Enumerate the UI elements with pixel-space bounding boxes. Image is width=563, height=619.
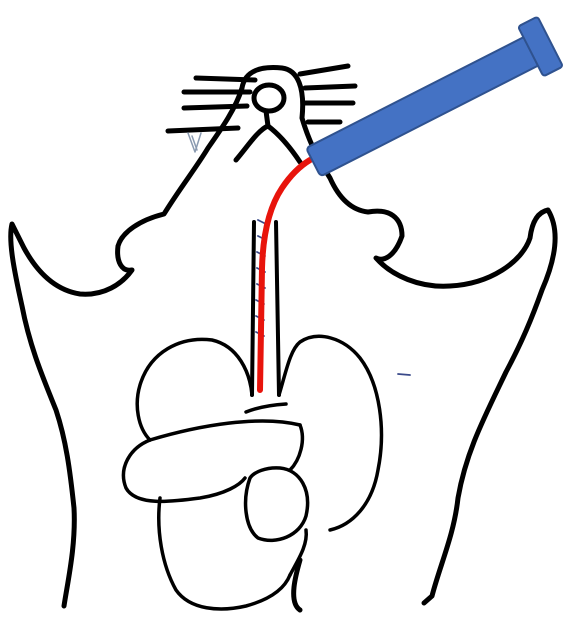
liver-upper: [290, 425, 302, 470]
nose-tip: [254, 85, 284, 111]
nose: [236, 85, 300, 162]
lung-left: [137, 339, 252, 440]
stomach: [246, 468, 308, 540]
liver-left-lobe: [123, 440, 245, 501]
mouth-right: [268, 126, 300, 162]
catheter-tube: [260, 160, 310, 390]
lung-right: [279, 336, 381, 530]
intestine-left: [159, 498, 290, 609]
heart-base: [246, 404, 286, 412]
whisker-right-2: [305, 86, 355, 88]
whisker-left-4: [168, 128, 238, 131]
whiskers: [168, 66, 355, 131]
hair-marks: [188, 133, 201, 152]
syringe-icon: [306, 17, 563, 177]
whisker-left-3: [184, 106, 247, 108]
diaphragm-top: [150, 421, 300, 440]
body-outline: [11, 68, 555, 610]
mouth-left: [236, 126, 268, 160]
whisker-right-1: [300, 66, 348, 74]
